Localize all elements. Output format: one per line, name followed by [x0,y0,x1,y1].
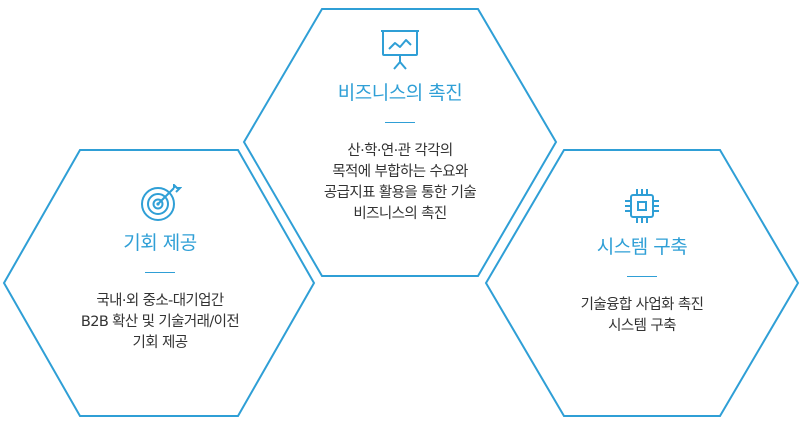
card-title: 비즈니스의 촉진 [337,82,463,104]
card-description: 국내·외 중소-대기업간 B2B 확산 및 기술거래/이전 기회 제공 [60,291,260,354]
card-description: 기술융합 사업화 촉진 시스템 구축 [542,295,742,337]
divider [145,272,175,273]
description-line: B2B 확산 및 기술거래/이전 [80,314,240,330]
hexagon-opportunity [2,149,316,417]
hexagon-system [484,149,800,417]
divider [385,122,415,123]
description-line: 기회 제공 [132,335,189,351]
presentation-chart-icon [381,30,419,70]
card-opportunity: 기회 제공 국내·외 중소-대기업간 B2B 확산 및 기술거래/이전 기회 제… [60,184,260,354]
target-icon [141,184,182,221]
card-title: 시스템 구축 [596,236,688,258]
card-description: 산·학·연·관 각각의 목적에 부합하는 수요와 공급지표 활용을 통한 기술 … [300,141,500,225]
description-line: 공급지표 활용을 통한 기술 [323,185,477,201]
description-line: 국내·외 중소-대기업간 [96,293,224,309]
card-system: 시스템 구축 기술융합 사업화 촉진 시스템 구축 [542,186,742,337]
hexagon-business [242,8,558,277]
card-business: 비즈니스의 촉진 산·학·연·관 각각의 목적에 부합하는 수요와 공급지표 활… [300,28,500,225]
description-line: 비즈니스의 촉진 [353,206,447,222]
description-line: 시스템 구축 [608,318,676,334]
description-line: 산·학·연·관 각각의 [347,143,453,159]
chip-icon [625,189,659,223]
card-title: 기회 제공 [123,232,197,254]
description-line: 기술융합 사업화 촉진 [580,297,704,313]
description-line: 목적에 부합하는 수요와 [332,164,468,180]
divider [627,276,657,277]
